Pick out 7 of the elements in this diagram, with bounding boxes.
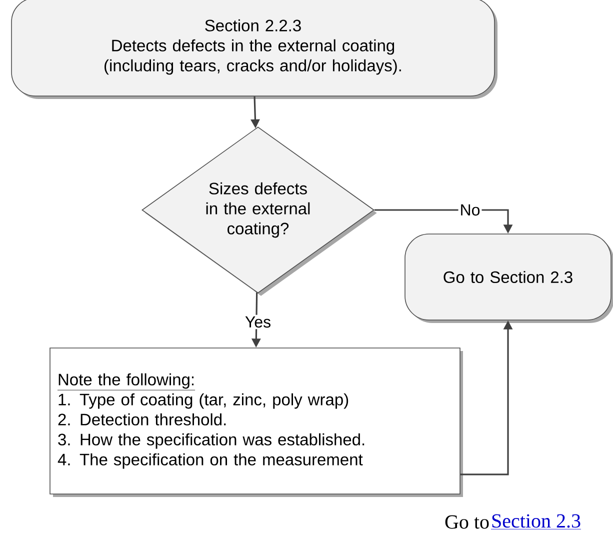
edge-label: Yes: [243, 314, 273, 330]
terminal-box: Go to Section 2.3: [404, 234, 613, 323]
link: Section 2.3: [490, 514, 582, 530]
note-box: Note the following: 1. Type of coating (tar, zinc, poly wrap) 2. Detection threshold. 3. How the specification was established. 4. The specification on the measurement: [50, 348, 463, 497]
text: Go to: [445, 515, 489, 529]
edge-label: No: [458, 202, 482, 218]
terminal-box: Section 2.2.3 Detects defects in the external coating (including tears, cracks and/or holidays).: [11, 0, 498, 99]
